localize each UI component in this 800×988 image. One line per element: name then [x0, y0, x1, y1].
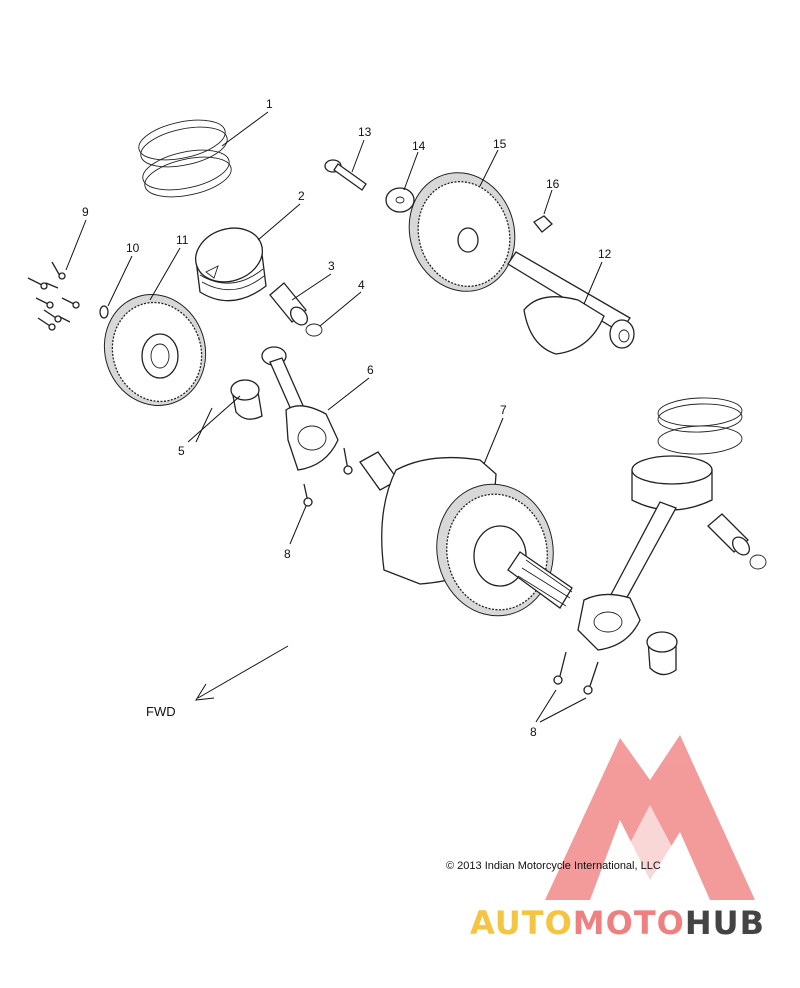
- watermark-logo-icon: [545, 735, 755, 900]
- balancer-shaft-part: [507, 251, 635, 355]
- copyright-notice: © 2013 Indian Motorcycle International, …: [446, 860, 661, 872]
- callout-5: 5: [178, 444, 185, 458]
- connecting-rod-left-part: [261, 346, 353, 475]
- piston-part: [195, 227, 267, 302]
- watermark-hub: HUB: [684, 904, 766, 942]
- forward-arrow-icon: [195, 645, 289, 701]
- callout-4: 4: [358, 278, 365, 292]
- callout-8-right: 8: [530, 725, 537, 739]
- balancer-bolt-part: [324, 159, 367, 191]
- gear-bolts-part: [27, 261, 80, 331]
- fwd-label: FWD: [146, 704, 176, 719]
- callout-11: 11: [176, 233, 189, 247]
- callout-16: 16: [546, 177, 560, 191]
- piston-rings-right-part: [657, 397, 743, 455]
- piston-pin-right-part: [707, 513, 767, 570]
- crankshaft-part: [359, 451, 573, 617]
- callout-1: 1: [266, 97, 273, 111]
- callout-14: 14: [412, 139, 426, 153]
- watermark-auto: AUTO: [470, 904, 573, 942]
- callout-10: 10: [126, 241, 140, 255]
- balancer-gear-part: [408, 172, 516, 292]
- callout-9: 9: [82, 205, 89, 219]
- dowel-pin-part: [99, 305, 109, 319]
- washer-part: [385, 187, 415, 213]
- drive-gear-left-part: [103, 294, 207, 406]
- piston-rod-right-part: [577, 455, 713, 651]
- callout-12: 12: [598, 247, 612, 261]
- bearing-shell-part: [230, 379, 678, 676]
- circlip-part: [305, 323, 323, 337]
- piston-rings-part: [138, 119, 232, 198]
- woodruff-key-part: [533, 215, 553, 233]
- callout-numbers: 1 2 3 4 5 6 7 8 8 9 10 11 12 13 14 15 16: [82, 97, 612, 739]
- callout-7: 7: [500, 403, 507, 417]
- leader-lines: [65, 111, 603, 723]
- callout-2: 2: [298, 189, 305, 203]
- callout-6: 6: [367, 363, 374, 377]
- callout-13: 13: [358, 125, 372, 139]
- rod-bolts-part: [303, 483, 599, 695]
- callout-15: 15: [493, 137, 507, 151]
- callout-3: 3: [328, 259, 335, 273]
- watermark-moto: MOTO: [572, 904, 685, 942]
- watermark-brand-text: AUTOMOTOHUB: [470, 904, 765, 942]
- piston-pin-part: [269, 282, 309, 326]
- callout-8-left: 8: [284, 547, 291, 561]
